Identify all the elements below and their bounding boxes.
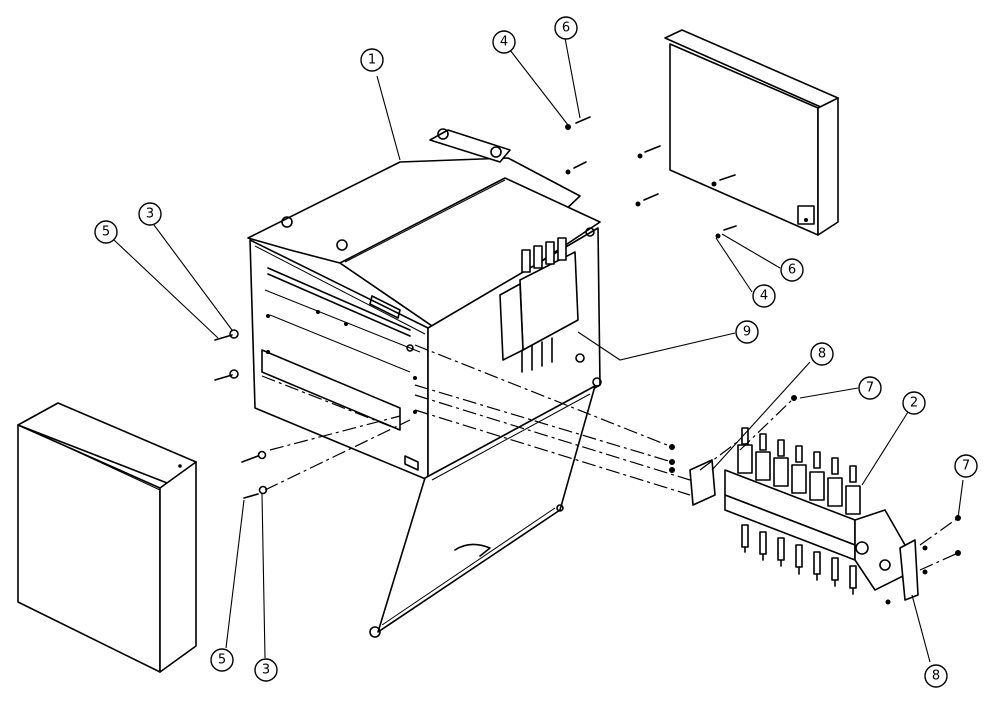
balloon-label: 8 <box>932 669 940 684</box>
balloon-label: 3 <box>262 663 270 678</box>
balloon-2: 2 <box>902 391 926 415</box>
leader-lines <box>113 37 964 663</box>
balloon-label: 7 <box>866 381 874 396</box>
bottom-door-panel <box>369 385 596 638</box>
balloon-3-left: 3 <box>138 202 162 226</box>
balloon-4-top: 4 <box>492 30 516 54</box>
balloon-1: 1 <box>360 48 384 72</box>
main-enclosure-frame <box>247 128 602 481</box>
balloon-label: 6 <box>788 263 796 278</box>
loose-fasteners <box>214 116 737 499</box>
assembly-center-lines <box>261 344 959 571</box>
balloon-label: 9 <box>743 325 751 340</box>
balloon-label: 8 <box>818 347 826 362</box>
balloon-9: 9 <box>735 320 759 344</box>
balloon-8-top: 8 <box>810 342 834 366</box>
balloon-label: 7 <box>962 459 970 474</box>
balloon-5-bottom: 5 <box>210 648 234 672</box>
balloon-8-bottom: 8 <box>924 664 948 688</box>
balloon-7-right: 7 <box>954 454 978 478</box>
balloon-label: 1 <box>368 53 376 68</box>
balloon-label: 4 <box>500 35 508 50</box>
balloon-6-right: 6 <box>780 258 804 282</box>
balloon-5-left: 5 <box>94 220 118 244</box>
valve-manifold-assembly <box>669 395 961 605</box>
balloon-label: 5 <box>218 653 226 668</box>
balloon-label: 5 <box>102 225 110 240</box>
top-right-cover-panel <box>664 29 839 236</box>
balloon-3-bottom: 3 <box>254 658 278 682</box>
balloon-label: 4 <box>760 289 768 304</box>
balloon-6-top: 6 <box>554 16 578 40</box>
balloon-label: 6 <box>562 21 570 36</box>
balloon-label: 3 <box>146 207 154 222</box>
balloon-7-top: 7 <box>858 376 882 400</box>
left-cover-panel <box>17 402 197 673</box>
balloon-4-right: 4 <box>752 284 776 308</box>
balloon-label: 2 <box>910 396 918 411</box>
